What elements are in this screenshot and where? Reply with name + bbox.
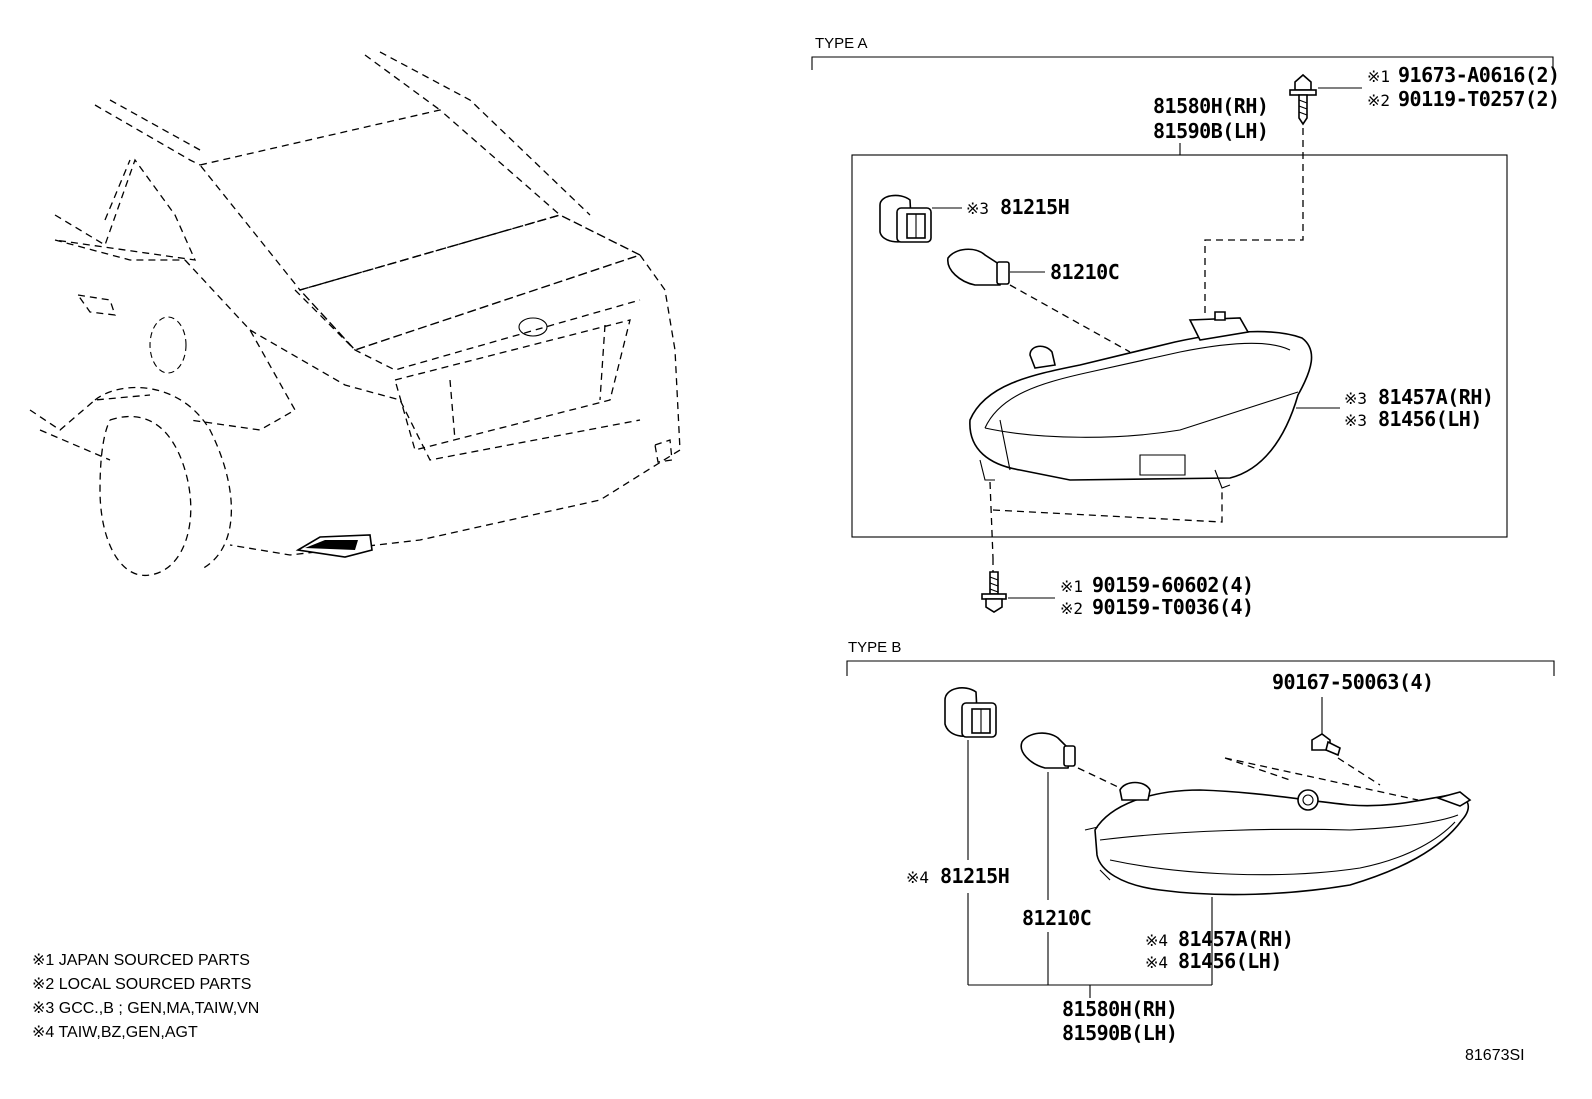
type-a-bottom-screw-mark-2: ※2 bbox=[1060, 599, 1083, 618]
type-a-lens-part-lh: 81456(LH) bbox=[1378, 407, 1482, 431]
type-b-assembly-rh: 81580H(RH) bbox=[1062, 997, 1177, 1021]
type-a-bulb-icon bbox=[947, 248, 1010, 286]
type-a-top-screw-mark-2: ※2 bbox=[1367, 91, 1390, 110]
type-a-top-screw-icon bbox=[1289, 73, 1317, 126]
type-b-screw-icon bbox=[1311, 733, 1341, 757]
note-3: ※3 GCC.,B ; GEN,MA,TAIW,VN bbox=[32, 1000, 259, 1017]
type-b-socket-part: 81215H bbox=[940, 864, 1009, 888]
type-b-bulb-icon bbox=[1020, 732, 1076, 769]
type-a-lens-mark-lh: ※3 bbox=[1344, 411, 1367, 430]
type-a-bracket bbox=[811, 56, 1554, 70]
type-a-bulb-part: 81210C bbox=[1050, 260, 1119, 284]
vehicle-rear-illustration bbox=[29, 51, 681, 576]
type-a-socket-mark: ※3 bbox=[966, 199, 989, 218]
note-1: ※1 JAPAN SOURCED PARTS bbox=[32, 952, 250, 969]
type-a-header: TYPE A bbox=[815, 35, 868, 52]
type-a-top-screw-part-2: 90119-T0257(2) bbox=[1398, 87, 1560, 111]
note-2: ※2 LOCAL SOURCED PARTS bbox=[32, 976, 251, 993]
type-b-header: TYPE B bbox=[848, 639, 901, 656]
type-a-assembly-lh: 81590B(LH) bbox=[1153, 119, 1268, 143]
type-b-lens-part-lh: 81456(LH) bbox=[1178, 949, 1282, 973]
type-b-lens-mark-lh: ※4 bbox=[1145, 953, 1168, 972]
note-4: ※4 TAIW,BZ,GEN,AGT bbox=[32, 1024, 198, 1041]
type-a-bottom-screw-part-1: 90159-60602(4) bbox=[1092, 573, 1254, 597]
type-b-lamp-icon bbox=[1084, 781, 1472, 896]
notes-legend: ※1 JAPAN SOURCED PARTS ※2 LOCAL SOURCED … bbox=[32, 952, 259, 1041]
type-a-bottom-screw-icon bbox=[981, 571, 1007, 613]
type-b-lens-mark-rh: ※4 bbox=[1145, 931, 1168, 950]
type-b-assembly-lh: 81590B(LH) bbox=[1062, 1021, 1177, 1045]
type-a-section: TYPE A 81580H(RH) 81590B(LH) ※1 91673-A0… bbox=[811, 35, 1560, 619]
type-a-lens-mark-rh: ※3 bbox=[1344, 389, 1367, 408]
type-b-socket-icon bbox=[944, 687, 997, 738]
type-a-top-screw-part-1: 91673-A0616(2) bbox=[1398, 63, 1560, 87]
type-a-lamp-housing-icon bbox=[969, 311, 1313, 489]
type-b-bracket bbox=[846, 660, 1555, 676]
type-a-top-screw-mark-1: ※1 bbox=[1367, 67, 1390, 86]
type-a-assembly-rh: 81580H(RH) bbox=[1153, 94, 1268, 118]
type-b-bulb-part: 81210C bbox=[1022, 906, 1091, 930]
type-b-lens-part-rh: 81457A(RH) bbox=[1178, 927, 1293, 951]
type-a-lens-part-rh: 81457A(RH) bbox=[1378, 385, 1493, 409]
type-b-section: TYPE B 90167-50063(4) ※4 81215H 81210C bbox=[846, 639, 1555, 1045]
type-b-socket-mark: ※4 bbox=[906, 868, 929, 887]
type-a-socket-part: 81215H bbox=[1000, 195, 1069, 219]
type-b-assembly-bracket bbox=[968, 984, 1212, 998]
type-a-bottom-screw-part-2: 90159-T0036(4) bbox=[1092, 595, 1254, 619]
type-a-socket-icon bbox=[879, 194, 932, 243]
figure-id: 81673SI bbox=[1465, 1047, 1525, 1064]
type-b-screw-part: 90167-50063(4) bbox=[1272, 670, 1434, 694]
type-a-bottom-screw-mark-1: ※1 bbox=[1060, 577, 1083, 596]
